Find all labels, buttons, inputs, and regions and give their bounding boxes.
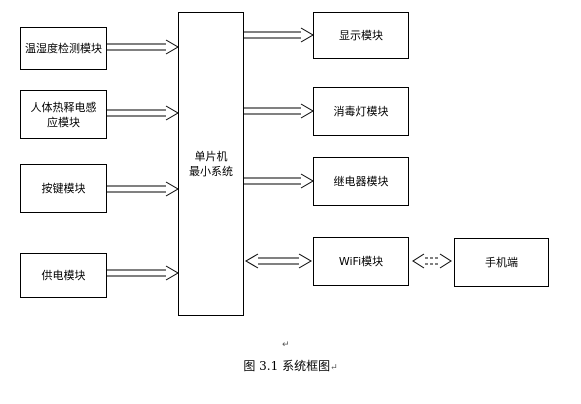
mcu-label-line2: 最小系统 bbox=[189, 165, 233, 178]
uv-lamp-module: 消毒灯模块 bbox=[313, 87, 409, 136]
arrow-key-to-mcu bbox=[107, 181, 179, 197]
power-module-label: 供电模块 bbox=[41, 269, 86, 282]
temp-humidity-module: 温湿度检测模块 bbox=[20, 27, 107, 70]
phone-terminal-label: 手机端 bbox=[485, 256, 518, 269]
relay-module: 继电器模块 bbox=[313, 157, 409, 206]
paragraph-mark: ↵ bbox=[282, 340, 290, 350]
mcu-minimum-system: 单片机 最小系统 bbox=[178, 12, 244, 316]
key-module-label: 按键模块 bbox=[41, 182, 86, 195]
wifi-module-label: WiFi模块 bbox=[338, 255, 384, 268]
arrow-power-to-mcu bbox=[107, 265, 179, 281]
relay-module-label: 继电器模块 bbox=[333, 175, 389, 188]
arrow-pir-to-mcu bbox=[107, 105, 179, 121]
phone-terminal: 手机端 bbox=[454, 238, 549, 287]
wifi-module: WiFi模块 bbox=[313, 237, 409, 286]
arrow-mcu-wifi-bidirectional bbox=[245, 253, 312, 269]
uv-lamp-module-label: 消毒灯模块 bbox=[333, 105, 389, 118]
caption-paragraph-mark: ↵ bbox=[330, 363, 338, 373]
arrow-mcu-to-relay bbox=[244, 173, 314, 189]
figure-caption-text: 图 3.1 系统框图 bbox=[243, 359, 331, 373]
arrow-mcu-to-display bbox=[244, 27, 314, 43]
key-module: 按键模块 bbox=[20, 164, 107, 213]
pir-sensor-module: 人体热释电感应模块 bbox=[20, 90, 107, 139]
display-module: 显示模块 bbox=[313, 12, 409, 59]
power-module: 供电模块 bbox=[20, 253, 107, 298]
pir-sensor-module-label: 人体热释电感应模块 bbox=[30, 100, 97, 129]
display-module-label: 显示模块 bbox=[339, 29, 383, 42]
arrow-temp-to-mcu bbox=[107, 39, 179, 55]
temp-humidity-module-label: 温湿度检测模块 bbox=[25, 42, 102, 55]
mcu-label-line1: 单片机 bbox=[194, 150, 228, 163]
arrow-mcu-to-uv-lamp bbox=[244, 103, 314, 119]
figure-caption: 图 3.1 系统框图↵ bbox=[0, 357, 581, 374]
